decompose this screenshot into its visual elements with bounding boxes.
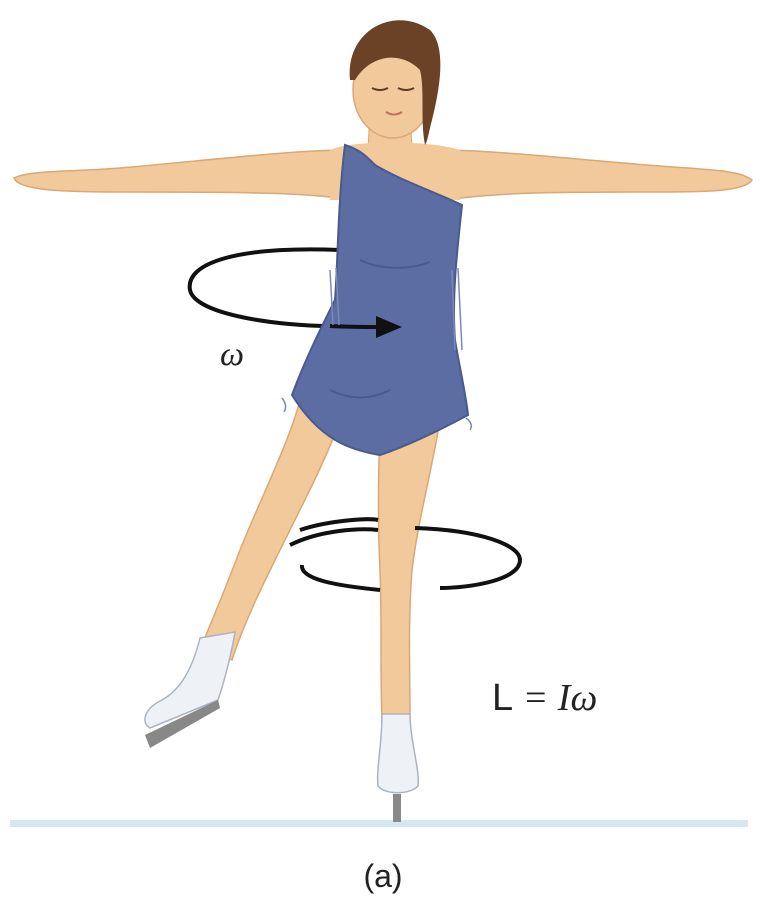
left-arm <box>14 150 345 198</box>
raised-leg <box>200 400 340 660</box>
rotation-arrow-icon <box>330 326 378 327</box>
figure-caption: (a) <box>0 858 766 895</box>
angular-velocity-label: ω <box>220 336 244 374</box>
angular-momentum-equation: L = Iω <box>492 676 597 720</box>
equation-rest: = Iω <box>513 677 597 719</box>
rotation-arrow-back <box>190 249 340 326</box>
ice-surface-line <box>10 820 748 827</box>
standing-skate-boot <box>378 714 419 793</box>
equation-l: L <box>492 677 513 719</box>
standing-leg <box>379 420 441 720</box>
right-arm <box>440 150 752 200</box>
standing-skate-blade <box>393 794 401 822</box>
